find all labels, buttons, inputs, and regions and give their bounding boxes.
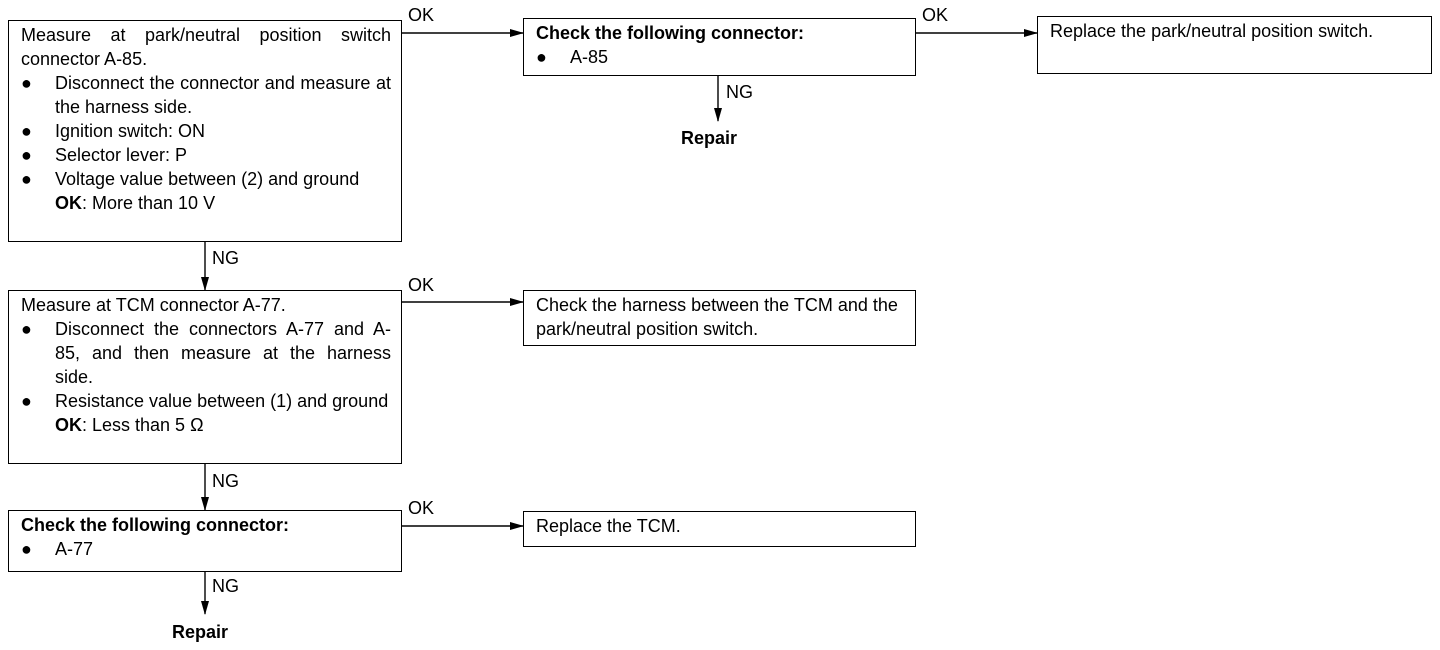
bullet-icon: ● [536,47,547,67]
label-ok: OK [408,498,435,518]
ok-value: : Less than 5 Ω [82,415,204,435]
bullet-icon: ● [21,169,32,189]
bullet-icon: ● [21,145,32,165]
box-measure-a77: Measure at TCM connector A-77. ● Disconn… [8,290,402,464]
bullet-icon: ● [21,73,32,93]
bullet-item: ● A-77 [21,537,391,561]
box-replace-tcm: Replace the TCM. [523,511,916,547]
box-replace-switch: Replace the park/neutral position switch… [1037,16,1432,74]
label-ok: OK [922,5,949,25]
bullet-text: Disconnect the connectors A-77 and A-85,… [55,319,391,387]
bullet-item: ● Voltage value between (2) and ground [21,167,391,191]
bullet-item: ● Resistance value between (1) and groun… [21,389,391,413]
label-ng: NG [726,82,753,102]
ok-criterion: OK: More than 10 V [21,191,391,215]
bullet-item: ● A-85 [536,45,905,69]
bullet-text: Disconnect the connector and measure at … [55,73,391,117]
box-measure-a85: Measure at park/neutral position switch … [8,20,402,242]
bullet-icon: ● [21,539,32,559]
bullet-icon: ● [21,319,32,339]
box-check-harness: Check the harness between the TCM and th… [523,290,916,346]
ok-criterion: OK: Less than 5 Ω [21,413,391,437]
bullet-text: A-77 [55,539,94,559]
box-text: Check the harness between the TCM and th… [536,295,898,339]
bullet-item: ● Selector lever: P [21,143,391,167]
ok-key: OK [55,415,82,435]
box-check-a85: Check the following connector: ● A-85 [523,18,916,76]
bullet-text: Ignition switch: ON [55,121,206,141]
label-ok: OK [408,275,435,295]
box-text: Replace the TCM. [536,516,681,536]
label-ng: NG [212,248,239,268]
bullet-text: Resistance value between (1) and ground [55,391,389,411]
bullet-text: A-85 [570,47,609,67]
bullet-icon: ● [21,391,32,411]
bullet-item: ● Disconnect the connectors A-77 and A-8… [21,317,391,389]
box-title: Measure at park/neutral position switch … [21,25,391,69]
bullet-item: ● Disconnect the connector and measure a… [21,71,391,119]
box-check-a77: Check the following connector: ● A-77 [8,510,402,572]
ok-key: OK [55,193,82,213]
box-text: Replace the park/neutral position switch… [1050,21,1374,41]
box-title: Check the following connector: [536,23,805,43]
bullet-item: ● Ignition switch: ON [21,119,391,143]
box-title: Measure at TCM connector A-77. [21,295,286,315]
ok-value: : More than 10 V [82,193,216,213]
label-ok: OK [408,5,435,25]
repair-label: Repair [172,622,229,642]
bullet-text: Voltage value between (2) and ground [55,169,360,189]
bullet-icon: ● [21,121,32,141]
bullet-text: Selector lever: P [55,145,188,165]
repair-label: Repair [681,128,738,148]
box-title: Check the following connector: [21,515,290,535]
label-ng: NG [212,576,239,596]
label-ng: NG [212,471,239,491]
